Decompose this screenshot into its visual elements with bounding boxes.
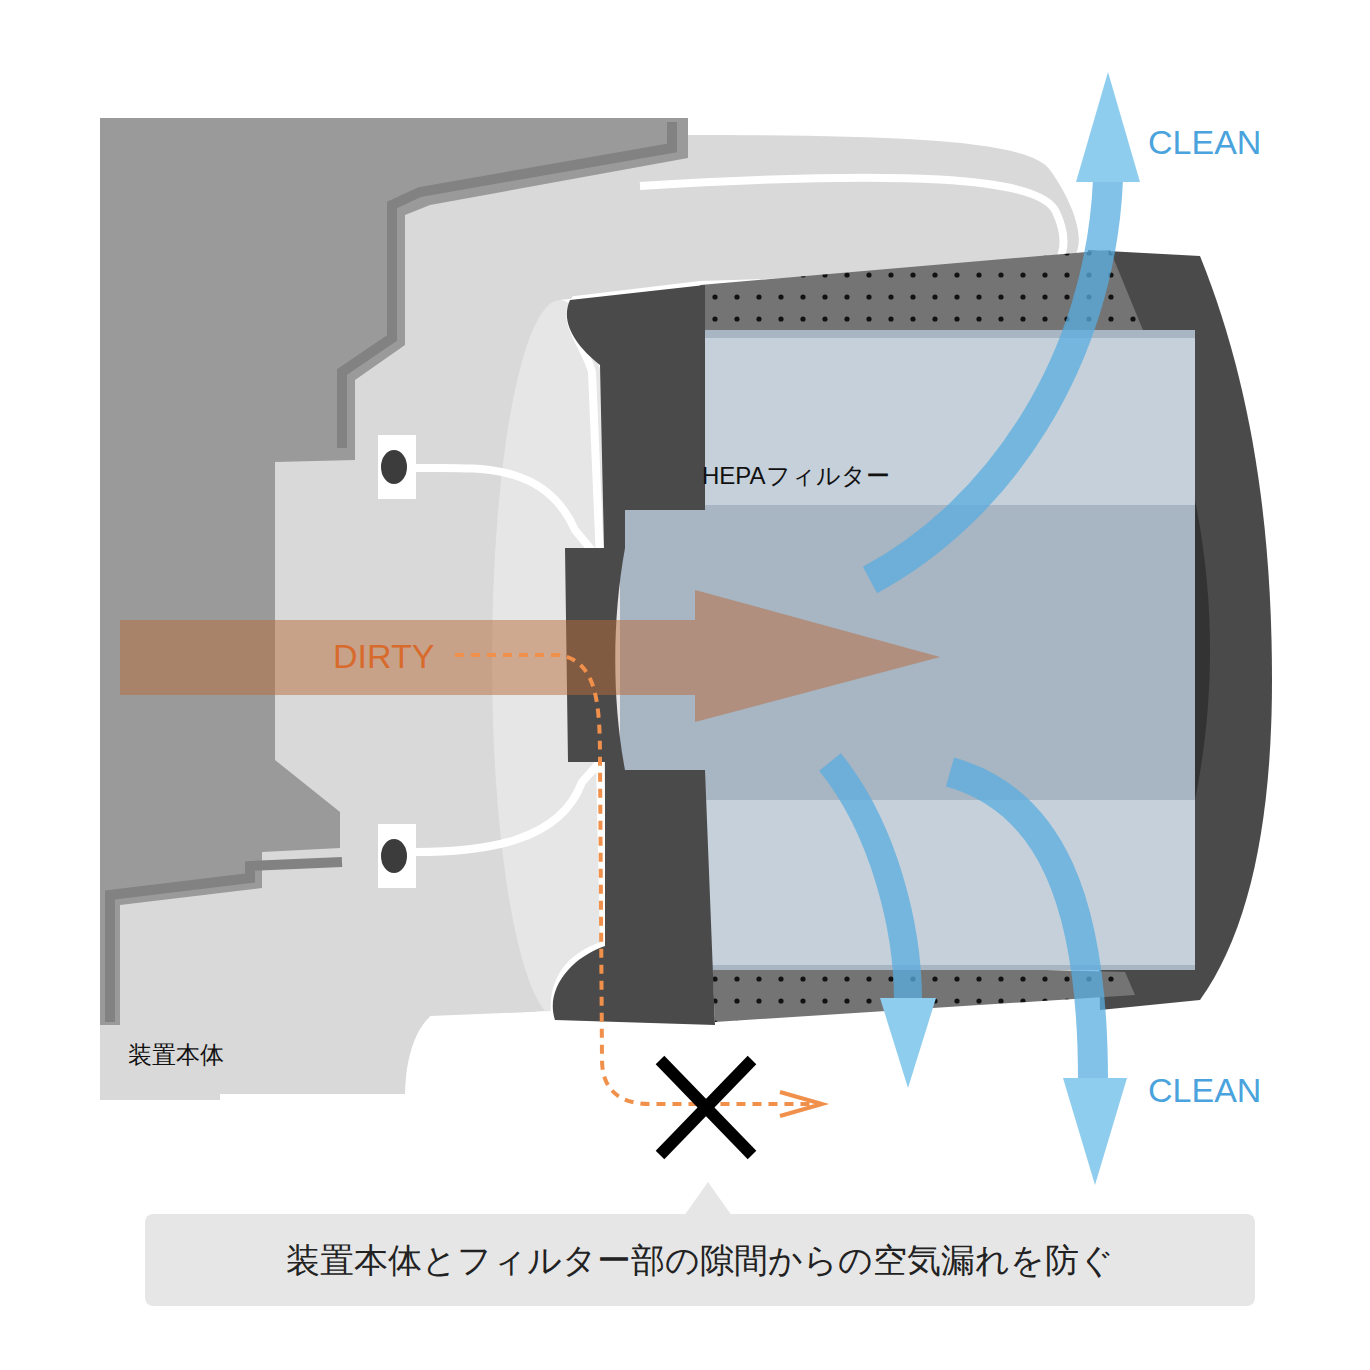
label-text: CLEAN xyxy=(1148,1071,1261,1109)
leak-arrow-head xyxy=(780,1092,822,1116)
part-label: 装置本体 xyxy=(128,1042,224,1068)
cross-mark xyxy=(660,1060,752,1155)
gasket-line xyxy=(220,762,604,1098)
label-text: DIRTY xyxy=(333,637,434,675)
seal xyxy=(378,435,416,499)
clean-arrow xyxy=(870,180,1108,580)
part-label: HEPAフィルター xyxy=(702,463,890,489)
filter-media xyxy=(680,338,1195,505)
callout-box: 装置本体とフィルター部の隙間からの空気漏れを防ぐ xyxy=(145,1214,1255,1306)
cross-mark xyxy=(660,1060,752,1155)
gasket-line xyxy=(415,468,600,560)
clean-arrow xyxy=(830,762,908,1000)
label-text: 装置本体 xyxy=(128,1041,224,1068)
dirty-arrow-head xyxy=(695,590,940,722)
seal-ring xyxy=(381,450,407,484)
callout-pointer xyxy=(684,1182,732,1216)
label-text: HEPAフィルター xyxy=(702,462,890,489)
seal xyxy=(378,824,416,888)
flow-label: CLEAN xyxy=(1148,1072,1261,1109)
label-text: CLEAN xyxy=(1148,123,1261,161)
clean-arrow-head xyxy=(1076,72,1140,182)
flow-label: DIRTY xyxy=(333,638,434,675)
leak-path xyxy=(455,655,815,1104)
clean-arrow-head xyxy=(1063,1078,1127,1185)
dirty-arrow xyxy=(120,620,695,695)
seal-ring xyxy=(381,839,407,873)
gasket-line xyxy=(415,762,600,852)
callout-box xyxy=(145,1214,1255,1306)
filter-media xyxy=(680,800,1195,965)
callout-text: 装置本体とフィルター部の隙間からの空気漏れを防ぐ xyxy=(286,1240,1114,1281)
body-edge xyxy=(110,862,342,1022)
clean-arrow xyxy=(950,772,1093,1080)
clean-arrow-head xyxy=(880,998,936,1088)
flow-label: CLEAN xyxy=(1148,124,1261,161)
